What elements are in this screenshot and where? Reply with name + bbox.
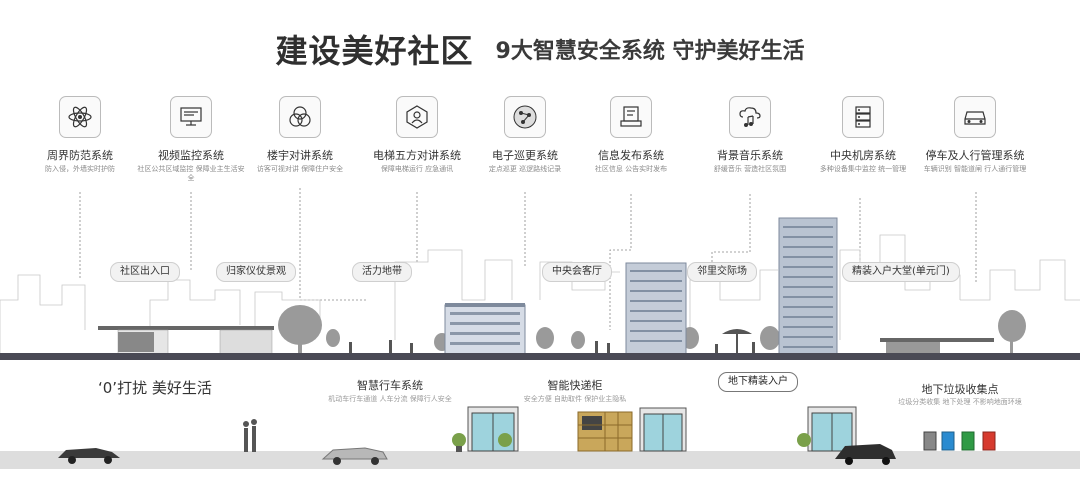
garbage-title: 地下垃圾收集点 — [921, 383, 999, 396]
dashed-leader-lines — [79, 188, 977, 330]
label-community-entrance: 社区出入口 — [110, 262, 180, 282]
garbage-bins — [923, 431, 996, 451]
elevator-middle — [639, 407, 687, 452]
system-desc: 防入侵，外墙实时护防 — [45, 165, 115, 173]
smart-parking-desc: 机动车行车通道 人车分流 保障行人安全 — [328, 395, 452, 403]
network-person-icon — [396, 96, 438, 138]
system-desc: 多种设备集中监控 统一管理 — [819, 165, 907, 173]
system-server-room: 中央机房系统 多种设备集中监控 统一管理 — [808, 96, 918, 174]
car-front-icon — [954, 96, 996, 138]
smart-locker-desc: 安全方便 自助取件 保护业主隐私 — [523, 395, 627, 403]
smart-parking-title: 智慧行车系统 — [357, 379, 423, 392]
system-desc: 车辆识别 智能道闸 行人通行管理 — [923, 165, 1027, 173]
system-name: 楼宇对讲系统 — [267, 149, 333, 162]
elevator-left — [452, 406, 519, 452]
system-name: 信息发布系统 — [598, 149, 664, 162]
parked-car — [58, 448, 120, 464]
system-desc: 社区信息 公告实时发布 — [594, 165, 668, 173]
underground-slogan: ‘0’打扰 美好生活 — [98, 379, 212, 397]
label-vitality-zone: 活力地带 — [352, 262, 412, 282]
system-name: 停车及人行管理系统 — [925, 149, 1025, 162]
system-elevator-intercom: 电梯五方对讲系统 保障电梯运行 应急通讯 — [362, 96, 472, 174]
system-intercom: 楼宇对讲系统 访客可视对讲 保障住户安全 — [245, 96, 355, 174]
system-desc: 舒缓音乐 营造社区氛围 — [713, 165, 787, 173]
system-desc: 保障电梯运行 应急通讯 — [380, 165, 454, 173]
silver-car — [321, 447, 388, 465]
label-neighborhood-plaza: 邻里交际场 — [687, 262, 757, 282]
page-title: 建设美好社区 9大智慧安全系统 守护美好生活 — [0, 26, 1080, 72]
system-name: 电子巡更系统 — [492, 149, 558, 162]
system-video: 视频监控系统 社区公共区域监控 保障业主生活安全 — [136, 96, 246, 183]
system-name: 周界防范系统 — [47, 149, 113, 162]
venn-circles-icon — [279, 96, 321, 138]
ground-line — [0, 353, 1080, 360]
server-rack-icon — [842, 96, 884, 138]
info-screen-icon — [610, 96, 652, 138]
label-lobby-entrance: 精装入户大堂(单元门) — [842, 262, 960, 282]
trees — [278, 305, 1026, 356]
patrol-nodes-icon — [504, 96, 546, 138]
elevator-right — [797, 406, 857, 452]
community-gate — [98, 326, 994, 355]
monitor-camera-icon — [170, 96, 212, 138]
walking-people — [243, 419, 257, 452]
smart-locker-title: 智能快递柜 — [547, 379, 603, 392]
system-desc: 访客可视对讲 保障住户安全 — [256, 165, 344, 173]
system-music: 背景音乐系统 舒缓音乐 营造社区氛围 — [695, 96, 805, 174]
title-sub: 9大智慧安全系统 守护美好生活 — [495, 39, 805, 64]
black-car — [835, 444, 896, 465]
system-name: 电梯五方对讲系统 — [373, 149, 461, 162]
garbage-desc: 垃圾分类收集 地下处理 不影响地面环境 — [898, 398, 1022, 406]
apartment-buildings — [444, 217, 838, 358]
title-main: 建设美好社区 — [275, 32, 474, 70]
label-central-lounge: 中央会客厅 — [542, 262, 612, 282]
system-desc: 社区公共区域监控 保障业主生活安全 — [137, 165, 245, 182]
system-perimeter: 周界防范系统 防入侵，外墙实时护防 — [25, 96, 135, 174]
atom-icon — [59, 96, 101, 138]
system-patrol: 电子巡更系统 定点巡更 巡逻路线记录 — [470, 96, 580, 174]
system-info-publish: 信息发布系统 社区信息 公告实时发布 — [576, 96, 686, 174]
system-name: 中央机房系统 — [830, 149, 896, 162]
people-silhouettes — [349, 340, 755, 354]
system-name: 背景音乐系统 — [717, 149, 783, 162]
parcel-locker — [577, 411, 633, 452]
label-homecoming-landscape: 归家仪仗景观 — [216, 262, 296, 282]
system-name: 视频监控系统 — [158, 149, 224, 162]
label-basement-entry: 地下精装入户 — [718, 372, 798, 392]
cloud-music-icon — [729, 96, 771, 138]
system-parking: 停车及人行管理系统 车辆识别 智能道闸 行人通行管理 — [920, 96, 1030, 174]
umbrella — [722, 329, 752, 354]
basement-floor — [0, 451, 1080, 469]
system-desc: 定点巡更 巡逻路线记录 — [488, 165, 562, 173]
